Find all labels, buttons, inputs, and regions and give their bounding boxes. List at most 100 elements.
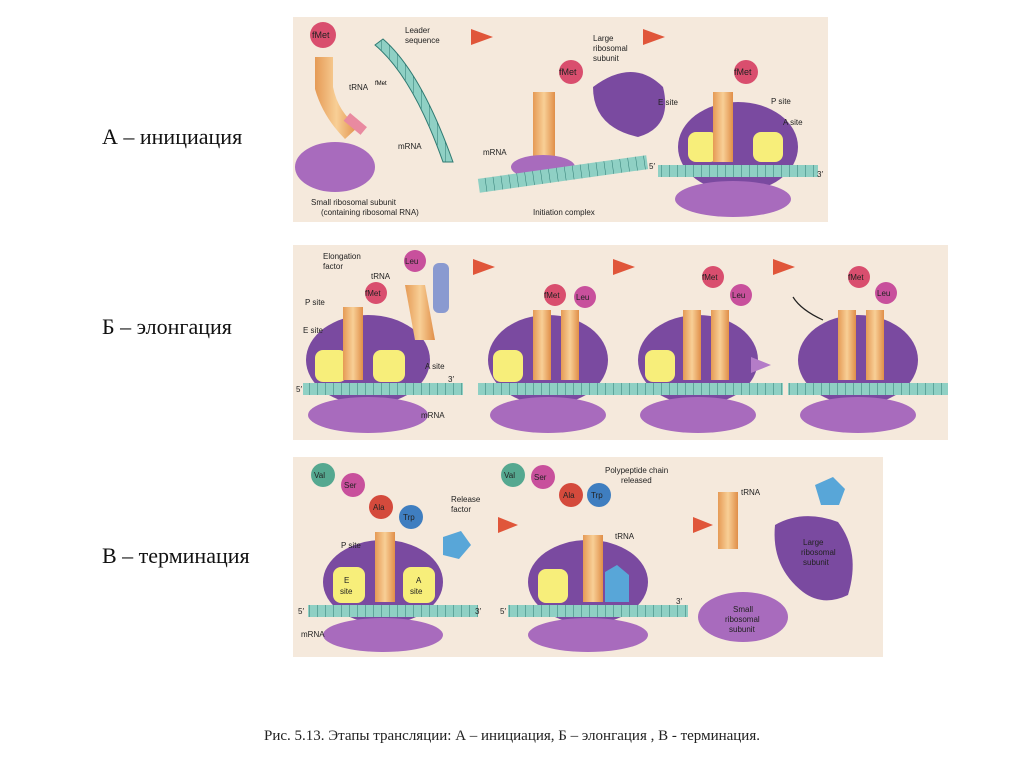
large-subunit-label-3: subunit <box>803 558 830 567</box>
arrow-icon <box>643 29 665 45</box>
a-site <box>403 567 435 603</box>
three-prime-label: 3′ <box>817 170 823 179</box>
site-label: site <box>410 587 423 596</box>
large-subunit-label-3: subunit <box>593 54 620 63</box>
trna-molecule <box>533 92 555 157</box>
mrna-strand <box>658 165 818 177</box>
leu-label: Leu <box>732 291 745 300</box>
large-subunit-label-2: ribosomal <box>801 548 836 557</box>
five-prime-label: 5′ <box>296 385 302 394</box>
trna-molecule <box>375 532 395 602</box>
mrna-strand <box>308 605 478 617</box>
large-subunit <box>774 516 853 601</box>
leu-label: Leu <box>576 293 589 302</box>
small-subunit-label-2: (containing ribosomal RNA) <box>321 208 419 217</box>
termination-panel: Val Ser Ala Trp Release factor P site E … <box>293 457 883 657</box>
termination-step-1: Val Ser Ala Trp Release factor P site E … <box>298 463 481 652</box>
fmet-label: fMet <box>734 67 752 77</box>
mrna-strand <box>303 383 463 395</box>
row-label-elongation: Б – элонгация <box>102 314 232 339</box>
fmet-label: fMet <box>544 291 560 300</box>
small-subunit-label-1: Small <box>733 605 753 614</box>
small-subunit <box>323 618 443 652</box>
arrow-icon <box>473 259 495 275</box>
ala-label: Ala <box>373 503 385 512</box>
a-site <box>373 350 405 382</box>
large-subunit-label-1: Large <box>593 34 614 43</box>
leader-label-2: sequence <box>405 36 440 45</box>
large-subunit-label-2: ribosomal <box>593 44 628 53</box>
mrna-label: mRNA <box>483 148 507 157</box>
trna-fmet-label: tRNA <box>349 83 369 92</box>
a-site-label: A site <box>783 118 803 127</box>
elongation-diagram: fMet Leu Elongation factor tRNA P site E… <box>296 250 948 433</box>
fmet-label: fMet <box>848 273 864 282</box>
initiation-step-3: fMet E site P site A site 5′ 3′ <box>649 60 823 217</box>
row-label-termination: В – терминация <box>102 543 250 568</box>
e-label: E <box>344 576 349 585</box>
initiation-complex-label: Initiation complex <box>533 208 595 217</box>
three-prime-label: 3′ <box>448 375 454 384</box>
a-label: A <box>416 576 422 585</box>
small-subunit <box>675 181 791 217</box>
release-factor-label-2: factor <box>451 505 471 514</box>
trna-label: tRNA <box>371 272 391 281</box>
p-site-label: P site <box>771 97 791 106</box>
p-site-label: P site <box>341 541 361 550</box>
e-site-label: E site <box>658 98 679 107</box>
large-subunit <box>306 315 430 405</box>
fmet-label: fMet <box>702 273 718 282</box>
trp-label: Trp <box>403 513 415 522</box>
site-label: site <box>340 587 353 596</box>
leu-label: Leu <box>877 289 890 298</box>
termination-step-3: tRNA Large ribosomal subunit Small ribos… <box>698 477 853 642</box>
arrow-icon <box>498 517 518 533</box>
ser-label: Ser <box>344 481 357 490</box>
arrow-icon <box>613 259 635 275</box>
fmet-label: fMet <box>365 289 381 298</box>
curved-arrow-icon <box>792 296 824 321</box>
small-subunit-label-2: ribosomal <box>725 615 760 624</box>
elongation-panel: fMet Leu Elongation factor tRNA P site E… <box>293 245 948 440</box>
trna-molecule <box>713 92 733 162</box>
release-factor <box>443 531 471 559</box>
termination-step-2: Val Ser Ala Trp Polypeptide chain releas… <box>500 463 688 652</box>
polypeptide-label-1: Polypeptide chain <box>605 466 668 475</box>
fmet-amino-acid <box>310 22 336 48</box>
e-site <box>333 567 365 603</box>
trna-label: tRNA <box>741 488 761 497</box>
termination-diagram: Val Ser Ala Trp Release factor P site E … <box>298 463 853 652</box>
e-site <box>315 350 347 382</box>
fmet-label: fMet <box>312 30 330 40</box>
release-factor <box>815 477 845 505</box>
p-site-label: P site <box>305 298 325 307</box>
mrna-label: mRNA <box>421 411 445 420</box>
initiation-diagram: fMet tRNA fMet Leader sequence mRNA Smal… <box>295 22 823 217</box>
mrna-strand <box>477 155 649 193</box>
ala-label: Ala <box>563 491 575 500</box>
arrow-icon <box>693 517 713 533</box>
five-prime-label: 5′ <box>649 162 655 171</box>
arrow-icon <box>751 357 771 373</box>
elongation-factor <box>433 263 449 313</box>
small-subunit-label-3: subunit <box>729 625 756 634</box>
elongation-factor-label-1: Elongation <box>323 252 361 261</box>
trna-label: tRNA <box>615 532 635 541</box>
trna-molecule <box>718 492 738 549</box>
initiation-step-2: fMet Large ribosomal subunit mRNA Initia… <box>477 34 666 217</box>
e-site-label: E site <box>303 326 324 335</box>
trna-molecule <box>405 285 435 340</box>
polypeptide-label-2: released <box>621 476 652 485</box>
mrna-strand <box>374 38 454 163</box>
elongation-step-4: fMet Leu <box>788 266 948 433</box>
trna-fmet-sup: fMet <box>375 81 387 87</box>
elongation-factor-label-2: factor <box>323 262 343 271</box>
elongation-step-2: fMet Leu <box>478 284 638 433</box>
three-prime-label: 3′ <box>475 607 481 616</box>
elongation-step-3: fMet Leu <box>623 266 783 433</box>
small-subunit <box>698 592 788 642</box>
arrow-icon <box>471 29 493 45</box>
small-subunit <box>308 397 428 433</box>
a-site <box>753 132 783 162</box>
row-label-initiation: А – инициация <box>102 124 243 149</box>
